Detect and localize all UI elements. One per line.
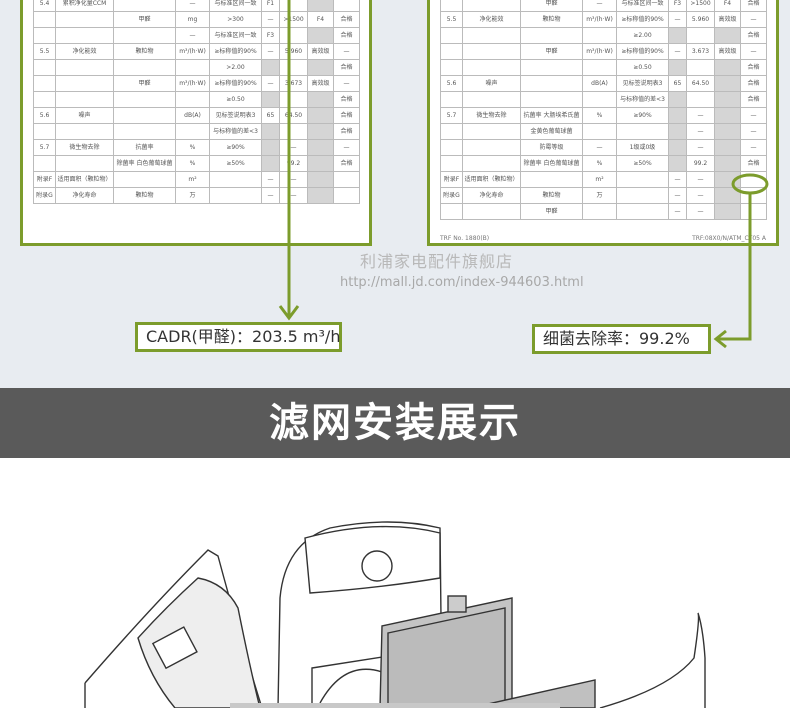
table-cell: 合格 [333, 155, 360, 172]
callout-arrows [278, 0, 769, 349]
section-title: 滤网安装展示 [0, 388, 790, 458]
table-cell: 甲醛 [520, 203, 583, 220]
back-cover-drawing [599, 612, 706, 708]
watermark-url: http://mall.jd.com/index-944603.html [340, 275, 584, 290]
table-cell [307, 59, 334, 76]
table-row: 甲醛—— [440, 203, 767, 220]
report-footer-right: TRF:08X0/N/ATM_CT05 A [692, 235, 766, 242]
table-cell [261, 139, 280, 156]
report-footer-left: TRF No. 1880(B) [440, 235, 490, 242]
table-cell [714, 27, 741, 44]
table-cell [668, 27, 687, 44]
highlight-oval [731, 173, 769, 195]
table-cell: — [740, 43, 767, 60]
table-cell [333, 187, 360, 204]
table-cell: — [740, 107, 767, 124]
table-cell: 净化寿命 [55, 187, 114, 204]
table-cell [668, 155, 687, 172]
filter-installation-illustration [84, 521, 706, 708]
table-row: 金黄色葡萄球菌—— [440, 123, 767, 140]
scroll-overlay-bar [230, 703, 560, 708]
table-cell: 万 [175, 187, 210, 204]
front-cover-drawing [84, 549, 263, 708]
watermark-store: 利浦家电配件旗舰店 [360, 252, 514, 271]
table-cell: — [333, 139, 360, 156]
table-cell: — [261, 187, 280, 204]
cadr-callout: CADR(甲醛)：203.5 m³/h [135, 322, 342, 352]
table-cell [668, 91, 687, 108]
table-cell [740, 203, 767, 220]
filter-drawing [379, 595, 596, 708]
bacteria-arrow-head [713, 329, 727, 349]
table-cell [307, 107, 334, 124]
table-cell [668, 107, 687, 124]
table-cell [668, 123, 687, 140]
table-cell [307, 171, 334, 188]
table-cell [714, 203, 741, 220]
bacteria-removal-callout: 细菌去除率：99.2% [532, 324, 711, 354]
table-cell [261, 123, 280, 140]
bacteria-arrow-line [716, 193, 752, 341]
cadr-arrow-head [278, 305, 300, 321]
